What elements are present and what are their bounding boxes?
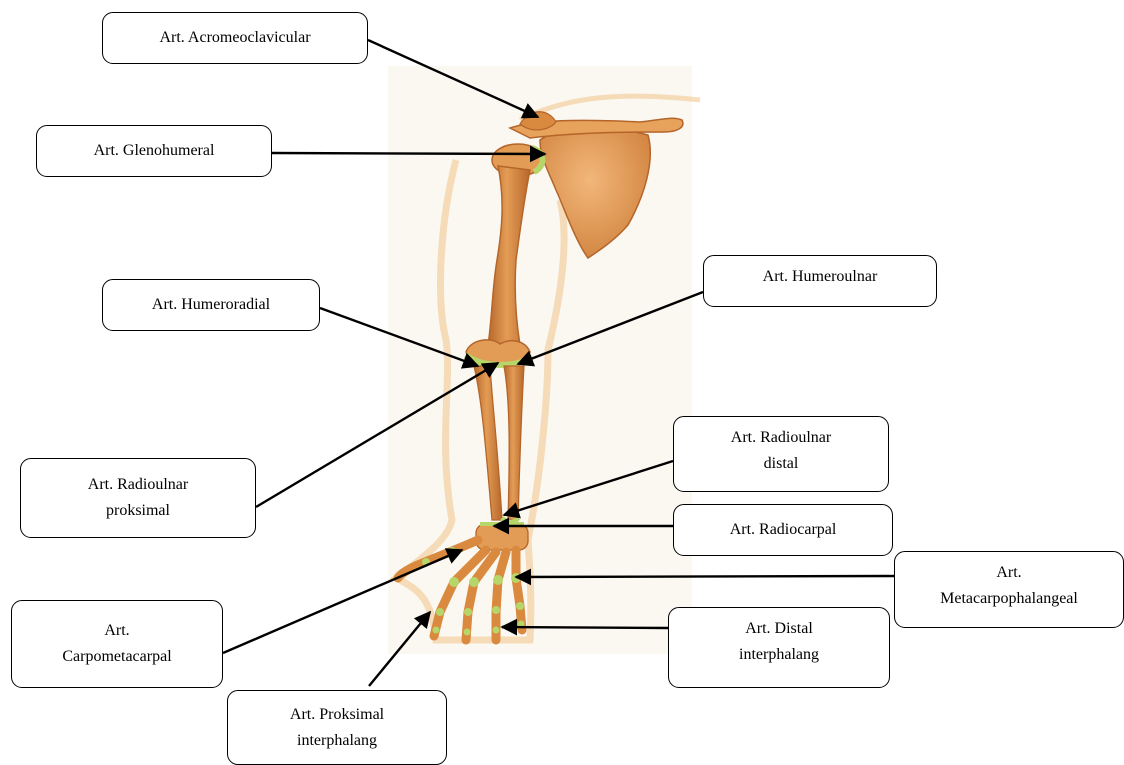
leader-radioulnar-distal xyxy=(504,461,673,515)
leader-carpometacarpal xyxy=(223,550,462,653)
leader-humeroradial xyxy=(320,308,478,366)
leader-radioulnar-proximal xyxy=(256,363,498,507)
label-metacarpophalangeal: Art. Metacarpophalangeal xyxy=(894,551,1124,628)
leader-humeroulnar xyxy=(518,292,703,364)
label-radioulnar-proximal: Art. Radioulnar proksimal xyxy=(20,458,256,538)
leader-proximal-interphalang xyxy=(369,612,430,686)
leader-metacarpophalangeal xyxy=(516,576,894,577)
leader-distal-interphalang xyxy=(502,627,668,628)
label-radiocarpal: Art. Radiocarpal xyxy=(673,504,893,556)
label-distal-interphalang: Art. Distal interphalang xyxy=(668,607,890,688)
label-humeroradial: Art. Humeroradial xyxy=(102,279,320,331)
label-radioulnar-distal: Art. Radioulnar distal xyxy=(673,416,889,492)
label-humeroulnar: Art. Humeroulnar xyxy=(703,255,937,307)
leader-acromioclavicular xyxy=(368,40,538,117)
label-glenohumeral: Art. Glenohumeral xyxy=(36,125,272,177)
label-acromioclavicular: Art. Acromeoclavicular xyxy=(102,12,368,64)
leader-glenohumeral xyxy=(272,153,545,154)
label-proximal-interphalang: Art. Proksimal interphalang xyxy=(227,690,447,765)
label-carpometacarpal: Art. Carpometacarpal xyxy=(11,600,223,688)
